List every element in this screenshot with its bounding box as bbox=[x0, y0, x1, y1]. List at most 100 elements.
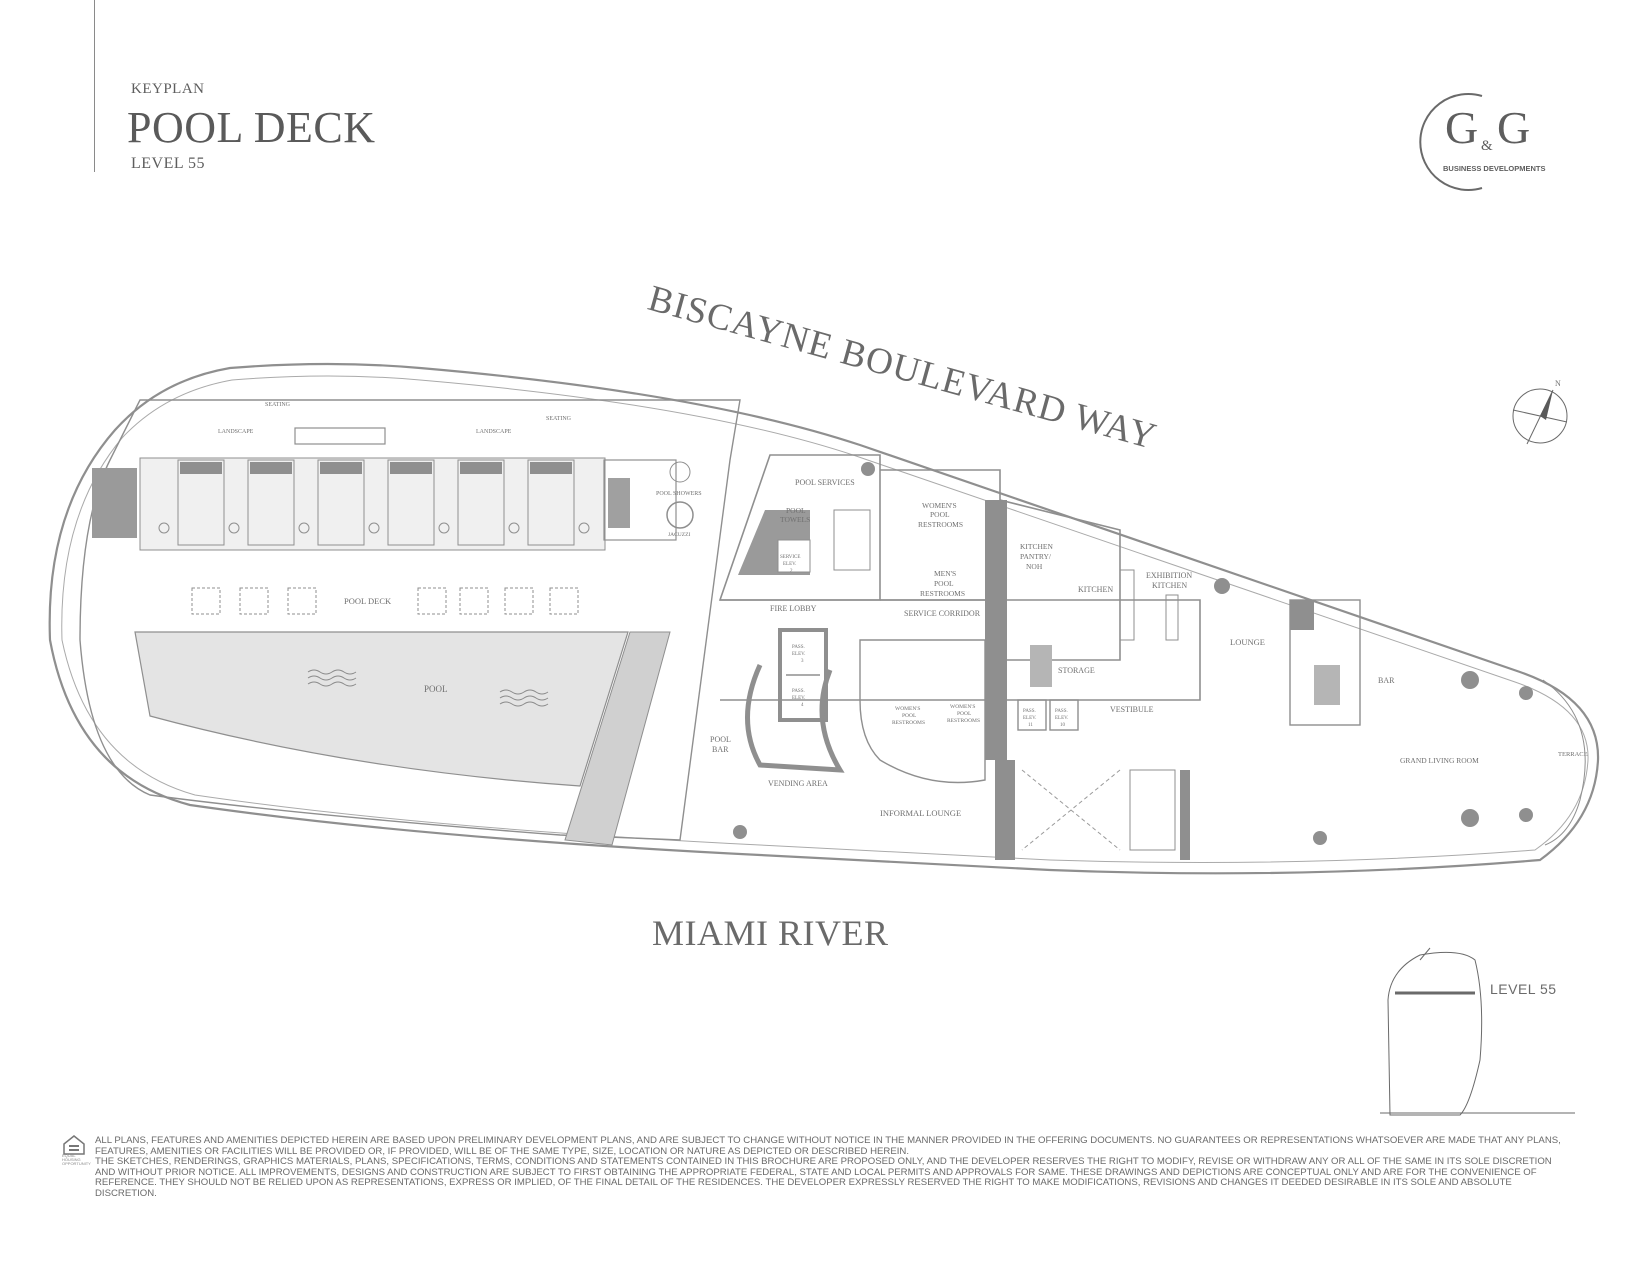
label-service-corridor: SERVICE CORRIDOR bbox=[904, 609, 981, 618]
shower-icon bbox=[669, 461, 691, 483]
logo-g1: G bbox=[1445, 102, 1478, 153]
label-mens-restrooms-2: POOL bbox=[934, 579, 954, 588]
pool bbox=[134, 631, 629, 787]
logo-tagline: BUSINESS DEVELOPMENTS bbox=[1443, 164, 1546, 173]
tower-level-label: LEVEL 55 bbox=[1490, 981, 1557, 997]
logo-amp: & bbox=[1481, 138, 1493, 154]
label-kitchen: KITCHEN bbox=[1078, 585, 1113, 594]
label-vending-area: VENDING AREA bbox=[768, 779, 828, 788]
label-pool-towels-2: TOWELS bbox=[780, 515, 810, 524]
label-exhibition-kitchen-2: KITCHEN bbox=[1152, 581, 1187, 590]
label-pool-bar-2: BAR bbox=[712, 745, 729, 754]
deck-stair-top bbox=[294, 427, 386, 445]
label-womens-restrooms-b-2: POOL bbox=[902, 713, 917, 719]
bar-core bbox=[1289, 599, 1361, 726]
jacuzzi-icon bbox=[666, 501, 694, 529]
level-label: LEVEL 55 bbox=[131, 155, 206, 172]
label-pool-showers: POOL SHOWERS bbox=[656, 491, 702, 497]
storage-stair bbox=[1030, 645, 1052, 687]
street-miami-river: MIAMI RIVER bbox=[652, 913, 889, 953]
pass-elevator-11 bbox=[1017, 699, 1047, 731]
label-pass-elev-3-1: PASS. bbox=[792, 645, 805, 650]
label-womens-restrooms-b-1: WOMEN'S bbox=[895, 706, 920, 712]
label-pool-towels-1: POOL bbox=[786, 506, 806, 515]
label-mens-restrooms-3: RESTROOMS bbox=[920, 589, 965, 598]
label-womens-restrooms-c-2: POOL bbox=[957, 711, 972, 717]
building-outline-inner bbox=[61, 375, 1589, 863]
deck-columns bbox=[158, 522, 590, 534]
label-pool-bar-1: POOL bbox=[710, 735, 731, 744]
label-kitchen-pantry-2: PANTRY/ bbox=[1020, 552, 1052, 561]
label-pass-elev-10-3: 10 bbox=[1060, 723, 1066, 728]
label-terrace: TERRACE bbox=[1558, 751, 1588, 758]
label-vestibule: VESTIBULE bbox=[1110, 705, 1154, 714]
label-womens-restrooms-2: POOL bbox=[930, 510, 950, 519]
label-jacuzzi: JACUZZI bbox=[668, 532, 690, 538]
label-kitchen-pantry-3: NOH bbox=[1026, 562, 1043, 571]
label-pass-elev-3-2: ELEV. bbox=[792, 652, 805, 657]
disclaimer-line-2: THE SKETCHES, RENDERINGS, GRAPHICS MATER… bbox=[95, 1156, 1552, 1199]
pool-wave-icon-left bbox=[307, 669, 357, 687]
label-service-elev-1: SERVICE bbox=[780, 555, 800, 560]
label-informal-lounge: INFORMAL LOUNGE bbox=[880, 808, 961, 818]
label-lounge: LOUNGE bbox=[1230, 637, 1265, 647]
label-womens-restrooms-c-3: RESTROOMS bbox=[947, 718, 980, 724]
lounge-columns bbox=[733, 462, 1533, 845]
label-seating-left: SEATING bbox=[265, 402, 291, 408]
pass-elevator-10 bbox=[1049, 699, 1079, 731]
label-storage: STORAGE bbox=[1058, 666, 1095, 675]
label-pass-elev-4-1: PASS. bbox=[792, 689, 805, 694]
core-east-wall bbox=[1180, 770, 1190, 860]
equal-housing-icon bbox=[63, 1135, 85, 1155]
label-womens-restrooms-3: RESTROOMS bbox=[918, 520, 963, 529]
bar-stair bbox=[1314, 665, 1340, 705]
service-stair bbox=[833, 509, 871, 571]
label-pass-elev-10-1: PASS. bbox=[1055, 709, 1068, 714]
label-mens-restrooms-1: MEN'S bbox=[934, 569, 956, 578]
showers-block bbox=[603, 459, 677, 541]
label-service-elev-2: ELEV. bbox=[783, 562, 796, 567]
tower-elevation-icon bbox=[1380, 947, 1575, 1116]
bar-core-wall bbox=[1290, 600, 1314, 630]
vending-curve-wall bbox=[745, 663, 845, 773]
core-shaft-wall-south bbox=[995, 760, 1015, 860]
label-pool-deck: POOL DECK bbox=[344, 596, 392, 606]
label-pass-elev-4-2: ELEV. bbox=[792, 696, 805, 701]
terrace-arc bbox=[1542, 679, 1586, 846]
label-womens-restrooms-b-3: RESTROOMS bbox=[892, 720, 925, 726]
east-stair bbox=[1129, 769, 1176, 851]
disclaimer-line-1: ALL PLANS, FEATURES AND AMENITIES DEPICT… bbox=[95, 1135, 1561, 1157]
exhibition-island bbox=[1165, 594, 1179, 641]
logo-g2: G bbox=[1497, 102, 1530, 153]
north-arrow-icon: N bbox=[1512, 379, 1568, 445]
label-pool: POOL bbox=[424, 684, 448, 694]
pool-deck-outline bbox=[79, 399, 741, 841]
restroom-core-south bbox=[859, 639, 986, 784]
label-landscape-right: LANDSCAPE bbox=[476, 429, 512, 435]
exhibition-counter bbox=[1119, 569, 1135, 641]
label-bar: BAR bbox=[1378, 676, 1395, 685]
label-pool-services: POOL SERVICES bbox=[795, 478, 855, 487]
cabana-row bbox=[177, 459, 575, 546]
shower-stair bbox=[608, 478, 630, 528]
pool-ramp bbox=[564, 631, 671, 846]
equal-housing-text: EQUAL HOUSING OPPORTUNITY bbox=[62, 1153, 91, 1166]
label-womens-restrooms-c-1: WOMEN'S bbox=[950, 704, 975, 710]
label-kitchen-pantry-1: KITCHEN bbox=[1020, 542, 1053, 551]
open-to-below bbox=[1021, 769, 1121, 851]
label-fire-lobby: FIRE LOBBY bbox=[770, 604, 817, 613]
label-pass-elev-11-2: ELEV. bbox=[1023, 716, 1036, 721]
label-exhibition-kitchen-1: EXHIBITION bbox=[1146, 571, 1192, 580]
label-pass-elev-10-2: ELEV. bbox=[1055, 716, 1068, 721]
label-pass-elev-11-1: PASS. bbox=[1023, 709, 1036, 714]
label-pass-elev-11-3: 11 bbox=[1028, 723, 1033, 728]
pool-wave-icon-right bbox=[499, 689, 549, 707]
label-pass-elev-3-3: 3 bbox=[801, 659, 804, 664]
building-outline-outer bbox=[48, 362, 1600, 875]
deck-loungers bbox=[191, 587, 579, 615]
gg-logo: G & G BUSINESS DEVELOPMENTS bbox=[1419, 93, 1546, 191]
deck-west-wall bbox=[92, 468, 137, 538]
label-service-elev-3: 2 bbox=[790, 569, 793, 574]
label-grand-living-room: GRAND LIVING ROOM bbox=[1400, 756, 1479, 765]
